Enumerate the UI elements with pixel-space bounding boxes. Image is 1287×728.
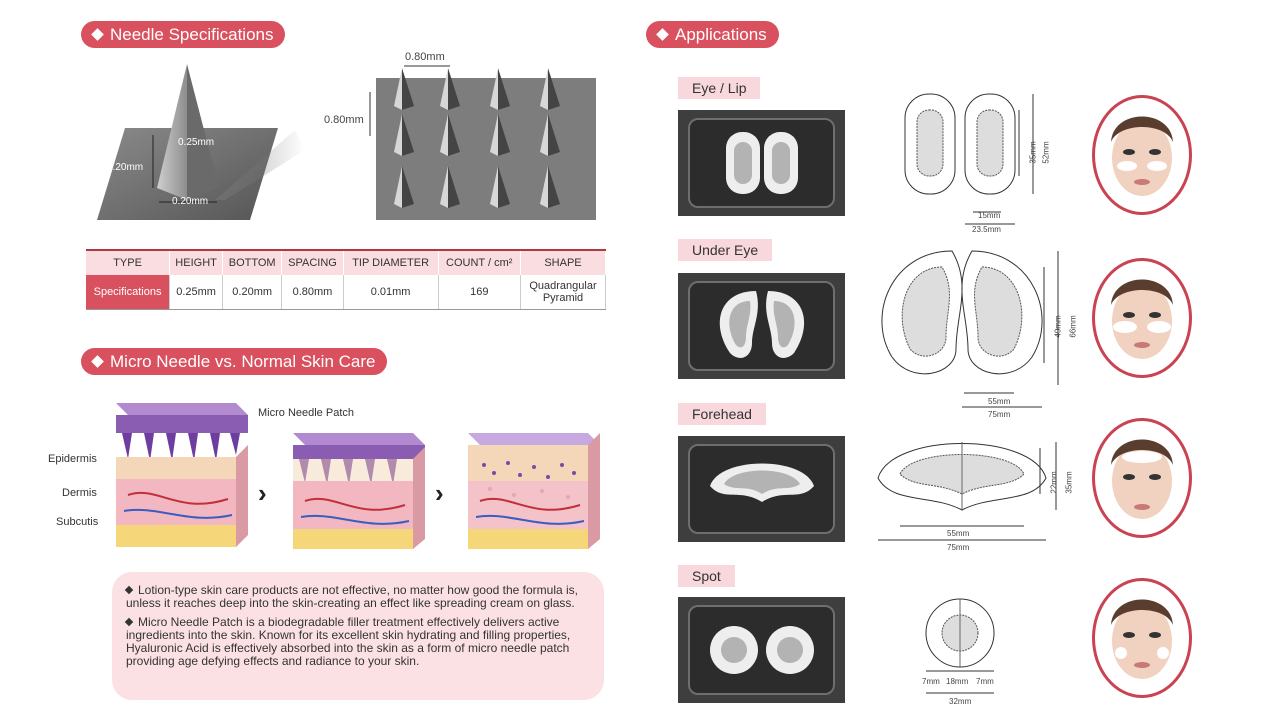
skin-diagram-after bbox=[468, 433, 600, 549]
dim-label: 22mm bbox=[1049, 471, 1059, 494]
diamond-icon bbox=[656, 28, 669, 41]
dim-label: 55mm bbox=[988, 397, 1011, 406]
section-title-needle-specs: Needle Specifications bbox=[81, 21, 286, 48]
note-item: Lotion-type skin care products are not e… bbox=[124, 583, 579, 610]
dimension-drawing-under-eye bbox=[881, 250, 1059, 408]
array-spacing-top-label: 0.80mm bbox=[405, 51, 445, 63]
patch-shape bbox=[710, 626, 814, 674]
section-title-comparison: Micro Needle vs. Normal Skin Care bbox=[81, 348, 388, 375]
tab-eye-lip: Eye / Lip bbox=[678, 77, 761, 99]
product-photo-under-eye bbox=[678, 273, 845, 379]
skin-diagram-before bbox=[116, 403, 248, 547]
cell-bottom: 0.20mm bbox=[222, 275, 283, 310]
section-title-applications: Applications bbox=[646, 21, 779, 48]
layer-dermis: Dermis bbox=[62, 487, 97, 499]
patch-label: Micro Needle Patch bbox=[258, 407, 354, 419]
dimension-drawing-forehead bbox=[877, 442, 1057, 541]
tab-spot: Spot bbox=[678, 565, 735, 587]
diamond-bullet-icon bbox=[124, 585, 134, 595]
dim-label: 18mm bbox=[946, 677, 969, 686]
dim-label: 23.5mm bbox=[972, 225, 1001, 234]
face-illustration-eye-lip bbox=[1092, 95, 1192, 215]
th-shape: SHAPE bbox=[520, 250, 606, 275]
cell-height: 0.25mm bbox=[169, 275, 224, 310]
tab-under-eye: Under Eye bbox=[678, 239, 773, 261]
th-tip-diameter: TIP DIAMETER bbox=[343, 250, 439, 275]
dim-label: 35mm bbox=[1064, 471, 1074, 494]
dimension-drawing-spot bbox=[925, 598, 995, 694]
th-height: HEIGHT bbox=[169, 250, 224, 275]
dim-label: 32mm bbox=[949, 697, 972, 706]
dim-label: 75mm bbox=[947, 543, 970, 552]
diamond-icon bbox=[91, 355, 104, 368]
face-svg bbox=[1111, 279, 1173, 359]
th-spacing: SPACING bbox=[281, 250, 344, 275]
layer-subcutis: Subcutis bbox=[56, 516, 99, 528]
patch-shape bbox=[726, 132, 798, 194]
needle-array-diagram bbox=[369, 65, 596, 220]
note-item: Micro Needle Patch is a biodegradable fi… bbox=[124, 615, 571, 668]
tray bbox=[688, 281, 835, 371]
dim-label: 66mm bbox=[1068, 315, 1078, 338]
dim-label: 55mm bbox=[947, 529, 970, 538]
arrow-icon: › bbox=[258, 478, 267, 508]
spec-table-header: TYPE HEIGHT BOTTOM SPACING TIP DIAMETER … bbox=[86, 250, 606, 275]
diamond-icon bbox=[91, 28, 104, 41]
product-photo-spot bbox=[678, 597, 845, 703]
notes-box: Lotion-type skin care products are not e… bbox=[112, 572, 604, 700]
face-illustration-spot bbox=[1092, 578, 1192, 698]
dim-label: 7mm bbox=[976, 677, 994, 686]
spec-table: TYPE HEIGHT BOTTOM SPACING TIP DIAMETER … bbox=[86, 249, 606, 310]
dim-label: 52mm bbox=[1041, 141, 1051, 164]
cell-spacing: 0.80mm bbox=[281, 275, 344, 310]
needle-height-label: 0.25mm bbox=[178, 137, 215, 148]
array-spacing-side-label: 0.80mm bbox=[324, 114, 364, 126]
patch-shape bbox=[710, 463, 814, 502]
skin-diagram-during bbox=[293, 433, 425, 549]
needle-side-label: 0.20mm bbox=[107, 162, 144, 173]
th-bottom: BOTTOM bbox=[222, 250, 283, 275]
needle-base-label: 0.20mm bbox=[172, 196, 209, 207]
cell-tip-diameter: 0.01mm bbox=[343, 275, 439, 310]
dim-label: 49mm bbox=[1053, 315, 1063, 338]
tray bbox=[688, 118, 835, 208]
face-illustration-forehead bbox=[1092, 418, 1192, 538]
tab-forehead: Forehead bbox=[678, 403, 766, 425]
patch-shape bbox=[719, 291, 805, 358]
row-label: Specifications bbox=[86, 275, 171, 310]
cell-shape: Quadrangular Pyramid bbox=[520, 275, 606, 310]
tray bbox=[688, 444, 835, 534]
face-svg bbox=[1111, 116, 1173, 196]
cell-count: 169 bbox=[438, 275, 522, 310]
face-illustration-under-eye bbox=[1092, 258, 1192, 378]
dim-label: 35mm bbox=[1028, 141, 1038, 164]
tray bbox=[688, 605, 835, 695]
dim-label: 75mm bbox=[988, 410, 1011, 419]
table-row: Specifications 0.25mm 0.20mm 0.80mm 0.01… bbox=[86, 275, 606, 310]
dimension-drawing-eye-lip bbox=[904, 93, 1034, 225]
dim-label: 7mm bbox=[922, 677, 940, 686]
th-type: TYPE bbox=[86, 250, 171, 275]
product-photo-eye-lip bbox=[678, 110, 845, 216]
product-photo-forehead bbox=[678, 436, 845, 542]
diamond-bullet-icon bbox=[124, 617, 134, 627]
th-count: COUNT / cm² bbox=[438, 250, 522, 275]
arrow-icon: › bbox=[435, 478, 444, 508]
face-svg bbox=[1111, 439, 1173, 519]
layer-epidermis: Epidermis bbox=[48, 453, 97, 465]
face-svg bbox=[1111, 599, 1173, 679]
dim-label: 15mm bbox=[978, 211, 1001, 220]
single-needle-diagram bbox=[97, 64, 305, 220]
